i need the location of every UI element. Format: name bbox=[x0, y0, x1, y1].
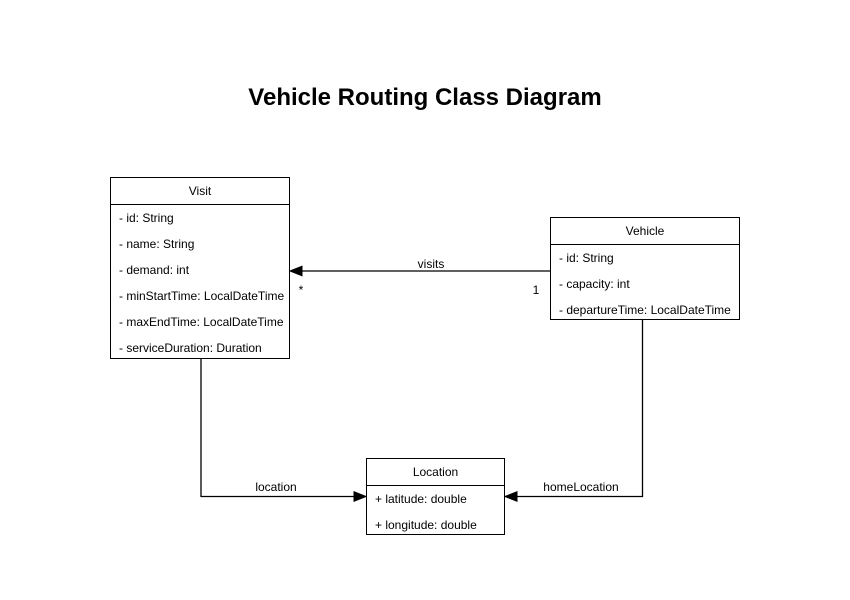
class-visit: Visit - id: String - name: String - dema… bbox=[110, 177, 290, 359]
class-vehicle-title: Vehicle bbox=[551, 218, 739, 245]
arrowhead-left-icon bbox=[288, 265, 303, 277]
multiplicity-vehicle-end: 1 bbox=[532, 283, 540, 297]
class-location-fields: + latitude: double + longitude: double bbox=[367, 486, 504, 538]
class-field: - id: String bbox=[119, 211, 174, 225]
class-field: + latitude: double bbox=[375, 492, 467, 506]
class-vehicle: Vehicle - id: String - capacity: int - d… bbox=[550, 217, 740, 320]
class-field: - serviceDuration: Duration bbox=[119, 341, 262, 355]
class-field: - maxEndTime: LocalDateTime bbox=[119, 315, 284, 329]
edge-label-visits: visits bbox=[417, 257, 445, 271]
class-field: - demand: int bbox=[119, 263, 190, 277]
diagram-title: Vehicle Routing Class Diagram bbox=[248, 84, 602, 111]
class-visit-title: Visit bbox=[111, 178, 289, 205]
class-location: Location + latitude: double + longitude:… bbox=[366, 458, 505, 535]
edge-location-line bbox=[200, 359, 355, 498]
class-field: + longitude: double bbox=[375, 518, 477, 532]
class-location-title: Location bbox=[367, 459, 504, 486]
class-field: - capacity: int bbox=[559, 277, 630, 291]
multiplicity-visit-end: * bbox=[298, 283, 304, 297]
class-field: - name: String bbox=[119, 237, 195, 251]
class-vehicle-fields: - id: String - capacity: int - departure… bbox=[551, 245, 739, 323]
edge-home-location bbox=[503, 320, 644, 503]
arrowhead-left-icon bbox=[503, 490, 518, 503]
edge-label-location: location bbox=[255, 480, 297, 494]
edge-home-location-line bbox=[516, 320, 644, 498]
arrowhead-right-icon bbox=[353, 490, 368, 503]
class-field: - departureTime: LocalDateTime bbox=[559, 303, 731, 317]
edge-label-home-location: homeLocation bbox=[543, 480, 619, 494]
class-visit-fields: - id: String - name: String - demand: in… bbox=[111, 205, 289, 361]
class-field: - id: String bbox=[559, 251, 614, 265]
class-field: - minStartTime: LocalDateTime bbox=[119, 289, 285, 303]
